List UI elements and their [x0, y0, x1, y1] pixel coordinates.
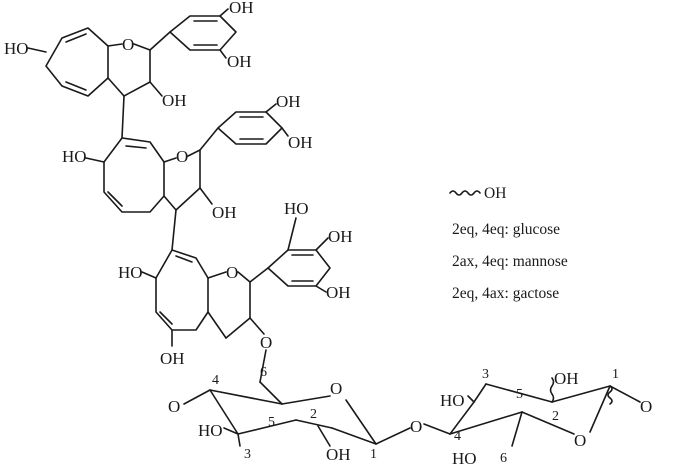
position-number: 6: [260, 365, 267, 380]
legend-line-glucose: 2eq, 4eq: glucose: [452, 221, 560, 238]
atom-oh-label: OH: [227, 52, 252, 71]
atom-ho-label: HO: [440, 391, 465, 410]
atom-o-label: O: [640, 397, 652, 416]
legend-wavy-oh-label: OH: [484, 185, 506, 202]
atom-oh-label: OH: [160, 349, 185, 368]
atom-ho-label: HO: [452, 449, 477, 466]
position-number: 2: [310, 407, 317, 422]
position-number: 5: [268, 415, 275, 430]
position-number: 1: [612, 367, 619, 382]
position-number: 2: [552, 409, 559, 424]
position-number: 4: [454, 429, 461, 444]
atom-o-label: O: [330, 379, 342, 398]
atom-o-label: O: [168, 397, 180, 416]
atom-oh-label: OH: [162, 91, 187, 110]
position-number: 3: [244, 447, 251, 462]
atom-ho-label: HO: [198, 421, 223, 440]
atom-o-label: O: [410, 417, 422, 436]
atom-labels: OH OH HO O OH OH OH HO O OH HO OH OH HO …: [4, 0, 652, 466]
position-number: 4: [212, 373, 219, 388]
atom-ho-label: HO: [62, 147, 87, 166]
atom-oh-label: OH: [276, 92, 301, 111]
legend-line-galactose: 2eq, 4ax: gactose: [452, 285, 559, 302]
atom-oh-label: OH: [212, 203, 237, 222]
legend: OH 2eq, 4eq: glucose 2ax, 4eq: mannose 2…: [452, 185, 568, 302]
position-number: 1: [370, 447, 377, 462]
atom-oh-label: OH: [288, 133, 313, 152]
atom-o-label: O: [226, 263, 238, 282]
position-number: 6: [500, 451, 507, 466]
atom-oh-label: OH: [554, 369, 579, 388]
position-number: 5: [516, 387, 523, 402]
atom-ho-label: HO: [284, 199, 309, 218]
bonds: [27, 8, 641, 447]
atom-o-label: O: [260, 333, 272, 352]
position-numbers: 6 4 5 2 3 1 3 1 5 2 4 6: [212, 365, 619, 466]
atom-ho-label: HO: [4, 39, 29, 58]
atom-o-label: O: [122, 35, 134, 54]
atom-oh-label: OH: [229, 0, 254, 17]
position-number: 3: [482, 367, 489, 382]
atom-oh-label: OH: [326, 445, 351, 464]
atom-o-label: O: [574, 431, 586, 450]
atom-ho-label: HO: [118, 263, 143, 282]
atom-oh-label: OH: [328, 227, 353, 246]
atom-o-label: O: [176, 147, 188, 166]
atom-oh-label: OH: [326, 283, 351, 302]
legend-line-mannose: 2ax, 4eq: mannose: [452, 253, 568, 270]
